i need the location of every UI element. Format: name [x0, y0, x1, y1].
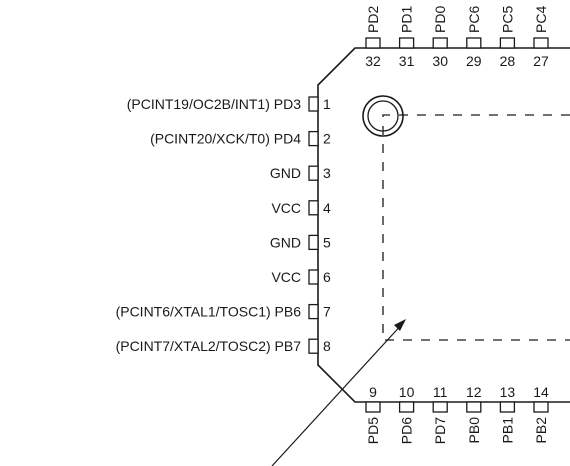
pin-pad — [432, 37, 448, 49]
pin-label: PB1 — [499, 417, 515, 444]
pin-label: GND — [270, 165, 301, 181]
pin-pad — [499, 37, 516, 49]
pin-number: 12 — [466, 384, 482, 400]
pin-pad — [466, 37, 482, 49]
pin-label: VCC — [271, 200, 301, 216]
pin-number: 5 — [323, 234, 331, 250]
pin-pad — [466, 401, 482, 413]
pin-label: PD1 — [399, 6, 415, 33]
pin-number: 28 — [500, 53, 516, 69]
pin-label: (PCINT7/XTAL2/TOSC2) PB7 — [116, 338, 302, 354]
pin-number: 13 — [500, 384, 516, 400]
pin-pad — [398, 37, 415, 49]
pin-label: VCC — [271, 269, 301, 285]
pin-label: (PCINT6/XTAL1/TOSC1) PB6 — [116, 304, 302, 320]
pin-label: PD5 — [365, 417, 381, 444]
pin-number: 7 — [323, 304, 331, 320]
pin-number: 11 — [433, 384, 448, 400]
pin-pad — [365, 401, 381, 413]
pin-label: PD6 — [399, 417, 415, 444]
pin-label: GND — [270, 234, 301, 250]
exposed-pad-outline — [382, 114, 570, 341]
pin-pad — [308, 96, 319, 112]
pin-label: PD2 — [365, 6, 381, 33]
pin-label: PB0 — [466, 417, 482, 444]
pin-label: (PCINT20/XCK/T0) PD4 — [150, 131, 301, 147]
pin-pad — [308, 303, 319, 320]
pin-number: 29 — [466, 53, 482, 69]
leader-line — [271, 321, 405, 466]
pin-label: PD0 — [432, 6, 448, 33]
pin-number: 31 — [399, 53, 415, 69]
leader-arrowhead — [394, 319, 406, 331]
pin-label: PB2 — [533, 417, 549, 444]
pin-pad — [308, 165, 319, 181]
pin-number: 8 — [323, 338, 331, 354]
pin-pad — [533, 37, 549, 49]
pin-pad — [398, 401, 415, 413]
pin-pad — [499, 401, 516, 413]
package-outline — [317, 47, 570, 403]
pin-number: 2 — [323, 131, 331, 147]
pin-number: 30 — [432, 53, 448, 69]
pin-number: 10 — [399, 384, 415, 400]
pin-number: 4 — [323, 200, 331, 216]
pin-pad — [308, 130, 319, 147]
pin1-marker-outer — [362, 95, 404, 137]
pin-pad — [432, 401, 448, 413]
pin-label: PC4 — [533, 6, 549, 33]
top-pin-group: 32 PD2 31 PD1 30 PD0 29 PC6 28 PC5 27 PC4 — [365, 6, 549, 69]
pin-number: 1 — [323, 96, 331, 112]
pin-pad — [308, 338, 319, 354]
pin-label: PC5 — [499, 6, 515, 33]
left-pin-group: 1 (PCINT19/OC2B/INT1) PD3 2 (PCINT20/XCK/T0… — [116, 96, 331, 354]
pin-pad — [365, 37, 381, 49]
pin-number: 32 — [365, 53, 381, 69]
pin-label: PC6 — [466, 6, 482, 33]
pin-number: 3 — [323, 165, 331, 181]
pin-pad — [308, 234, 319, 251]
pin-number: 14 — [533, 384, 549, 400]
pin-label: (PCINT19/OC2B/INT1) PD3 — [127, 96, 301, 112]
pin-pad — [533, 401, 549, 413]
pin-number: 6 — [323, 269, 331, 285]
pin-pad — [308, 269, 319, 285]
pin-pad — [308, 200, 319, 216]
pin-number: 27 — [533, 53, 549, 69]
pin-label: PD7 — [432, 417, 448, 444]
pin-number: 9 — [369, 384, 377, 400]
